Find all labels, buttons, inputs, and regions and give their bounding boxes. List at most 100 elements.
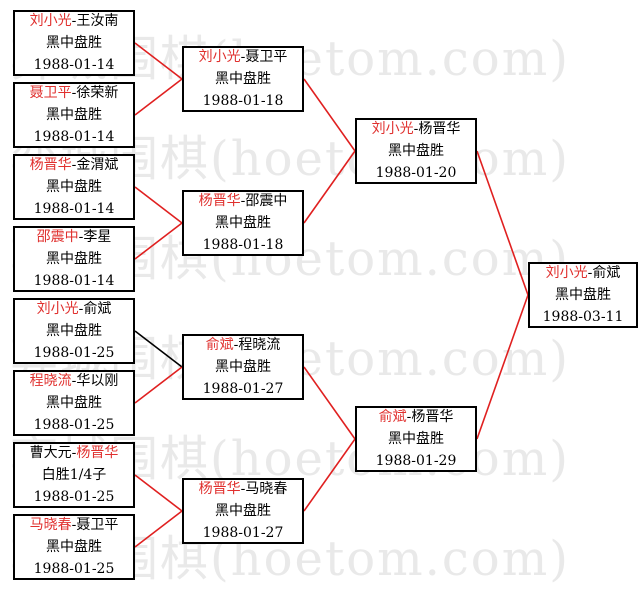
player-2-name: 聂卫平: [76, 517, 119, 533]
player-2-name: 徐荣新: [76, 85, 119, 101]
match-date: 1988-01-20: [375, 165, 457, 181]
match-box: 杨晋华-金渭斌黑中盘胜 1988-01-14: [13, 154, 135, 220]
player-2-name: 杨晋华: [418, 121, 461, 137]
match-players: 曹大元-杨晋华: [30, 442, 119, 464]
match-date: 1988-01-14: [33, 129, 115, 145]
match-result: 黑中盘胜: [46, 251, 102, 267]
player-1-name: 杨晋华: [198, 193, 241, 209]
player-1-name: 程晓流: [29, 373, 72, 389]
match-result: 白胜1/4子: [41, 467, 107, 483]
player-separator: -: [71, 373, 77, 389]
match-box: 俞斌-程晓流黑中盘胜 1988-01-27: [182, 334, 304, 400]
match-result: 黑中盘胜: [46, 179, 102, 195]
match-players: 刘小光-俞斌: [546, 262, 621, 284]
player-2-name: 邵震中: [245, 193, 288, 209]
match-box: 刘小光-杨晋华黑中盘胜 1988-01-20: [355, 118, 477, 184]
player-separator: -: [406, 409, 412, 425]
bracket-connector-line: [476, 294, 529, 440]
player-separator: -: [71, 445, 77, 461]
match-result: 黑中盘胜: [46, 395, 102, 411]
player-2-name: 聂卫平: [245, 49, 288, 65]
match-date: 1988-01-25: [33, 489, 115, 505]
match-box: 聂卫平-徐荣新黑中盘胜 1988-01-14: [13, 82, 135, 148]
player-separator: -: [240, 49, 246, 65]
match-date: 1988-03-11: [542, 309, 624, 325]
player-2-name: 程晓流: [238, 337, 281, 353]
bracket-connector-line: [303, 366, 356, 440]
player-2-name: 杨晋华: [76, 445, 119, 461]
match-players: 刘小光-聂卫平: [199, 46, 288, 68]
match-box: 杨晋华-邵震中黑中盘胜 1988-01-18: [182, 190, 304, 256]
match-players: 程晓流-华以刚: [30, 370, 119, 392]
match-result: 黑中盘胜: [46, 107, 102, 123]
match-box: 程晓流-华以刚黑中盘胜 1988-01-25: [13, 370, 135, 436]
match-players: 邵震中-李星: [37, 226, 112, 248]
player-2-name: 李星: [83, 229, 112, 245]
bracket-connector-line: [303, 150, 356, 224]
match-result: 黑中盘胜: [215, 215, 271, 231]
match-players: 杨晋华-邵震中: [199, 190, 288, 212]
player-separator: -: [71, 85, 77, 101]
match-date: 1988-01-14: [33, 57, 115, 73]
player-separator: -: [587, 265, 593, 281]
bracket-connector-line: [303, 78, 356, 152]
player-2-name: 王汝南: [76, 13, 119, 29]
player-2-name: 华以刚: [76, 373, 119, 389]
match-result: 黑中盘胜: [46, 323, 102, 339]
player-separator: -: [71, 13, 77, 29]
match-players: 俞斌-程晓流: [206, 334, 281, 356]
match-players: 聂卫平-徐荣新: [30, 82, 119, 104]
player-1-name: 杨晋华: [198, 481, 241, 497]
player-1-name: 杨晋华: [29, 157, 72, 173]
player-separator: -: [71, 157, 77, 173]
player-2-name: 金渭斌: [76, 157, 119, 173]
match-date: 1988-01-25: [33, 417, 115, 433]
match-box: 刘小光-聂卫平黑中盘胜 1988-01-18: [182, 46, 304, 112]
match-date: 1988-01-18: [202, 237, 284, 253]
bracket-connector-line: [134, 78, 183, 116]
match-players: 杨晋华-马晓春: [199, 478, 288, 500]
match-box: 邵震中-李星黑中盘胜 1988-01-14: [13, 226, 135, 292]
player-1-name: 聂卫平: [29, 85, 72, 101]
match-box: 刘小光-俞斌黑中盘胜 1988-03-11: [528, 262, 638, 328]
player-separator: -: [78, 301, 84, 317]
match-result: 黑中盘胜: [215, 359, 271, 375]
bracket-connector-line: [134, 366, 183, 404]
match-players: 俞斌-杨晋华: [379, 406, 454, 428]
match-date: 1988-01-27: [202, 381, 284, 397]
player-1-name: 邵震中: [36, 229, 79, 245]
player-2-name: 俞斌: [83, 301, 112, 317]
match-date: 1988-01-18: [202, 93, 284, 109]
player-1-name: 刘小光: [371, 121, 414, 137]
player-separator: -: [413, 121, 419, 137]
match-result: 黑中盘胜: [388, 143, 444, 159]
bracket-connector-line: [134, 474, 183, 512]
match-date: 1988-01-29: [375, 453, 457, 469]
match-players: 刘小光-俞斌: [37, 298, 112, 320]
match-date: 1988-01-25: [33, 345, 115, 361]
match-result: 黑中盘胜: [46, 35, 102, 51]
player-1-name: 刘小光: [545, 265, 588, 281]
match-box: 刘小光-俞斌黑中盘胜 1988-01-25: [13, 298, 135, 364]
player-separator: -: [233, 337, 239, 353]
match-result: 黑中盘胜: [388, 431, 444, 447]
match-box: 曹大元-杨晋华白胜1/4子 1988-01-25: [13, 442, 135, 508]
match-date: 1988-01-14: [33, 201, 115, 217]
bracket-connector-line: [134, 222, 183, 260]
match-date: 1988-01-25: [33, 561, 115, 577]
match-date: 1988-01-27: [202, 525, 284, 541]
match-result: 黑中盘胜: [215, 71, 271, 87]
player-1-name: 俞斌: [378, 409, 407, 425]
match-date: 1988-01-14: [33, 273, 115, 289]
match-players: 刘小光-杨晋华: [372, 118, 461, 140]
bracket-connector-line: [303, 438, 356, 512]
player-separator: -: [240, 481, 246, 497]
bracket-connector-line: [134, 510, 183, 548]
match-result: 黑中盘胜: [215, 503, 271, 519]
player-1-name: 刘小光: [29, 13, 72, 29]
player-1-name: 刘小光: [198, 49, 241, 65]
match-result: 黑中盘胜: [555, 287, 611, 303]
bracket-connector-line: [476, 150, 529, 296]
player-1-name: 马晓春: [29, 517, 72, 533]
